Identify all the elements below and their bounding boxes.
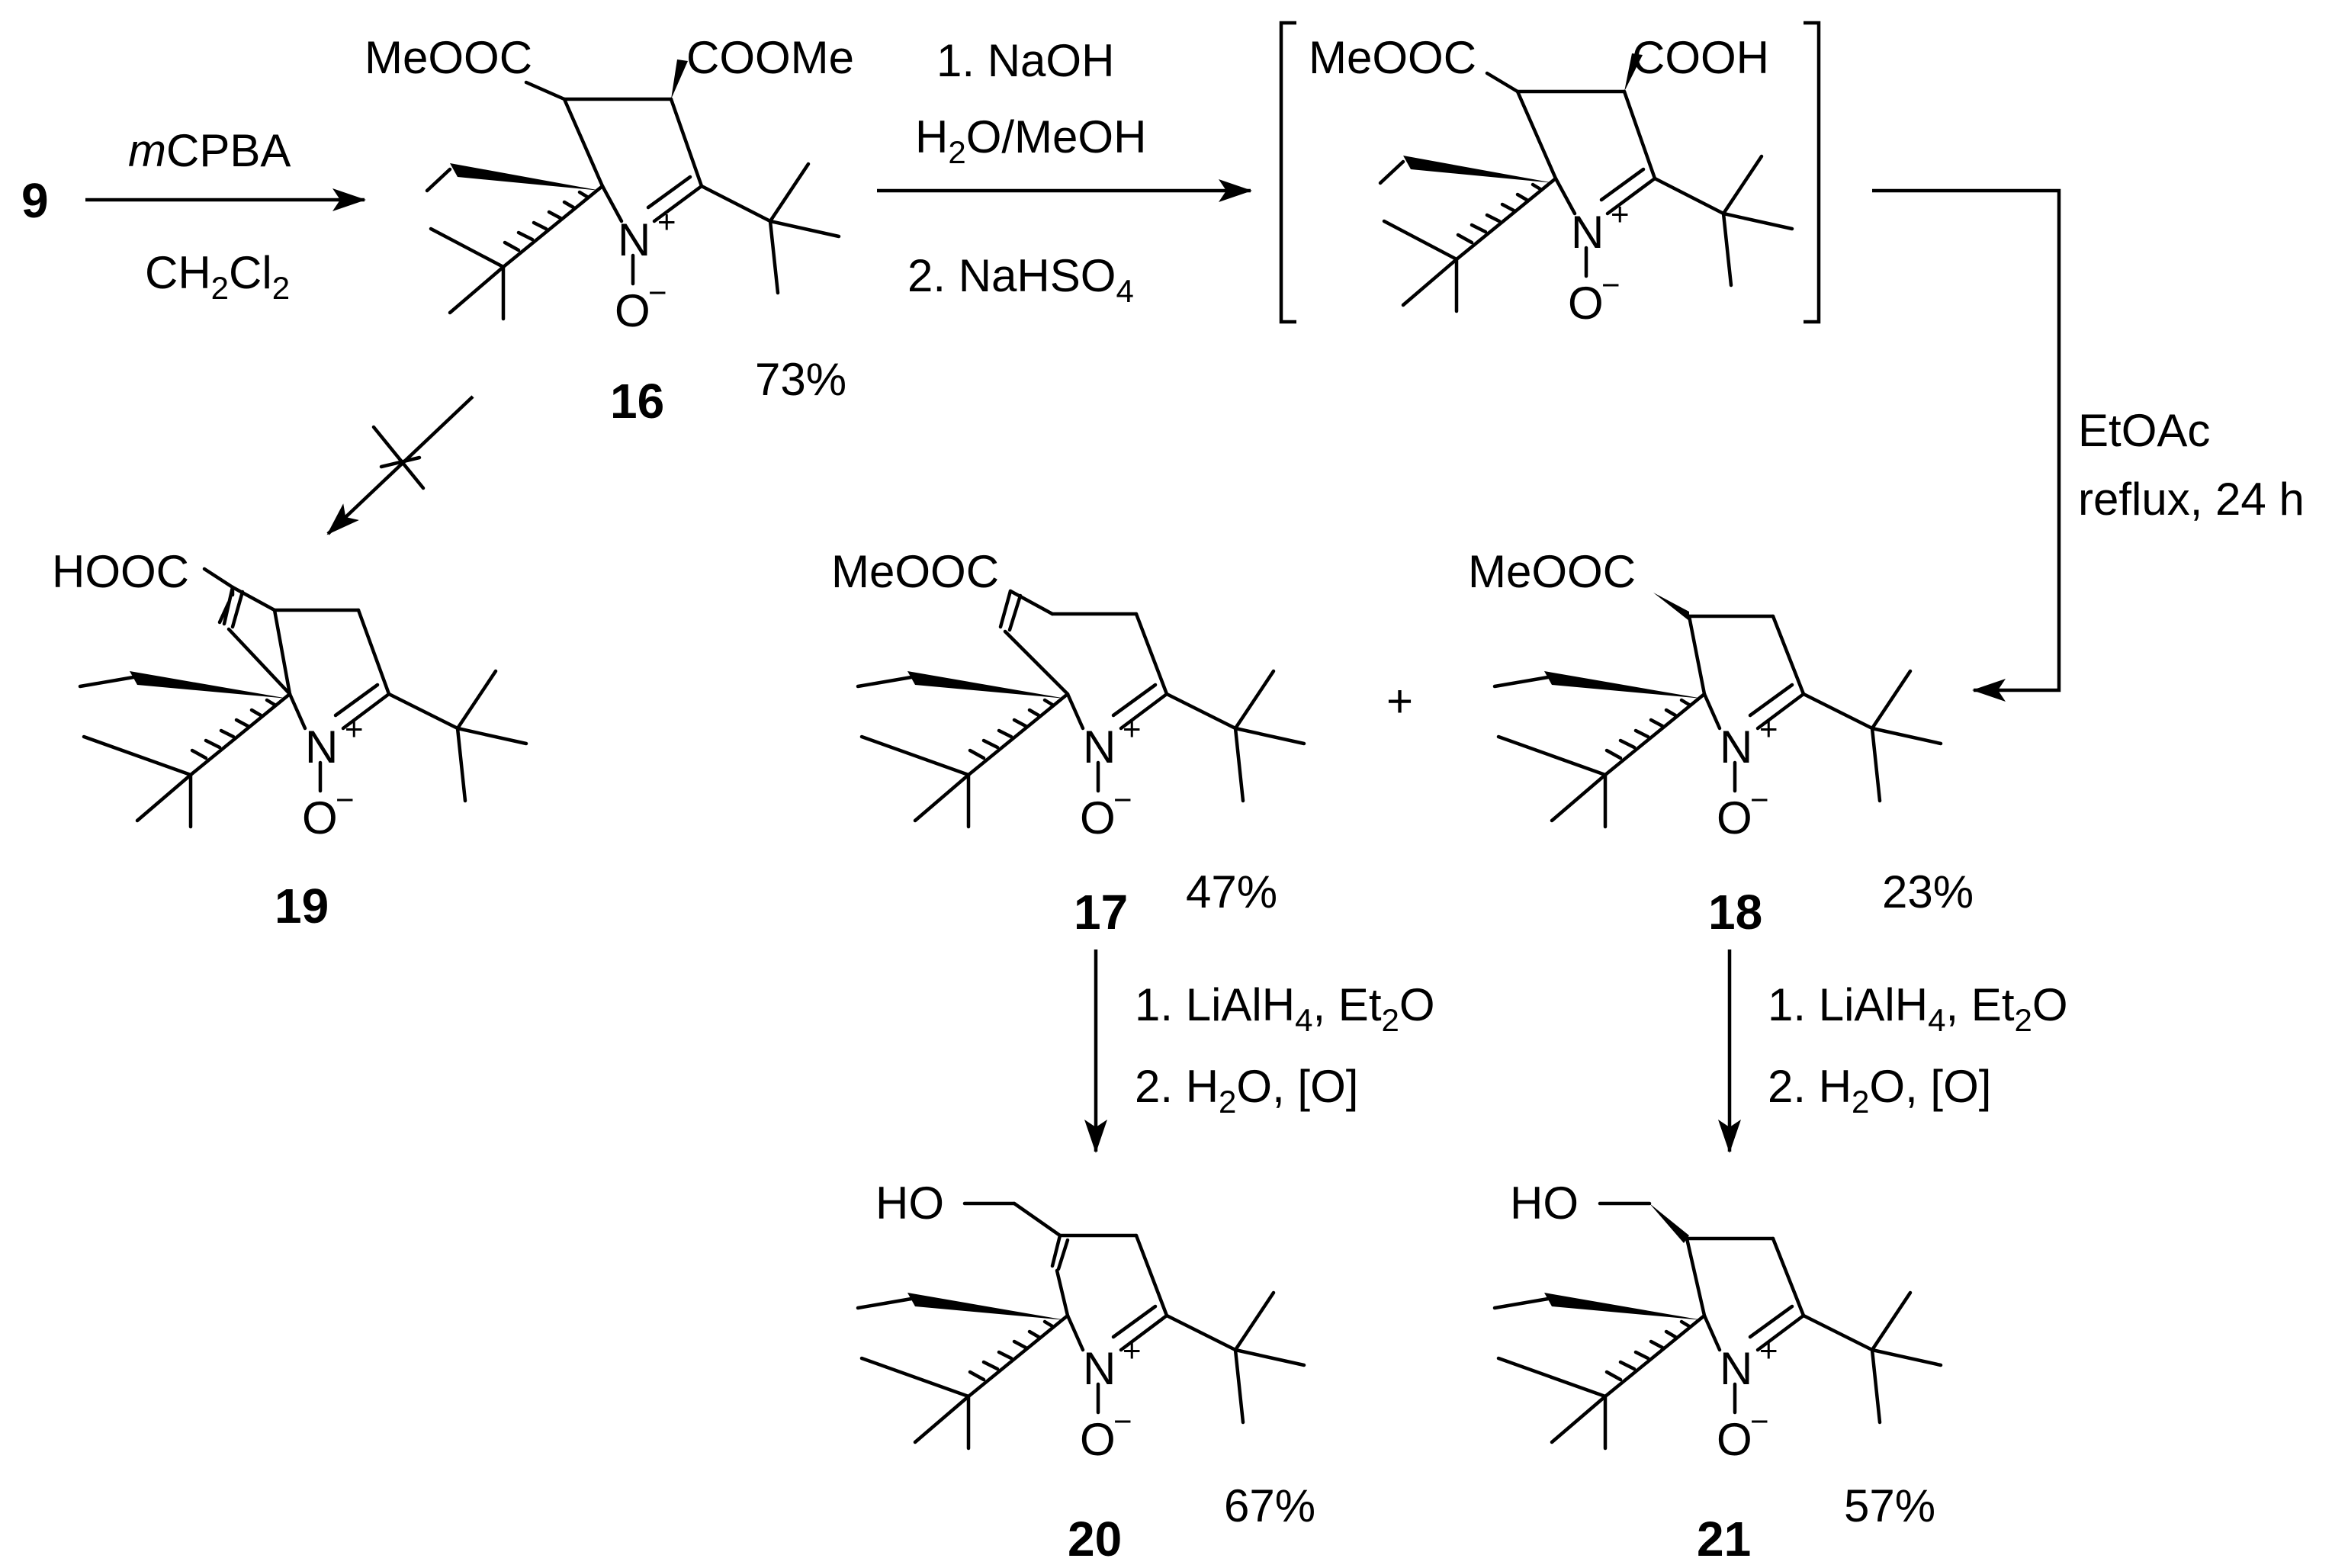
compound-16-structure bbox=[425, 59, 841, 321]
compound-16-label: 16 bbox=[610, 374, 664, 429]
compound-20-label: 20 bbox=[1068, 1512, 1122, 1566]
start-compound-label: 9 bbox=[21, 173, 49, 228]
c19-ominus: − bbox=[336, 782, 355, 818]
c19-hooc: HOOC bbox=[52, 546, 189, 597]
c20-ho: HO bbox=[875, 1178, 944, 1229]
compound-18-structure bbox=[1492, 593, 1943, 829]
c16-n: N bbox=[618, 214, 650, 265]
c19-n: N bbox=[305, 721, 338, 773]
int-o: O bbox=[1568, 278, 1604, 329]
step2-line1: 1. NaOH bbox=[936, 35, 1114, 86]
c20-nplus: + bbox=[1123, 1332, 1142, 1368]
reduction18-line1: 1. LiAlH4, Et2O bbox=[1768, 979, 2068, 1038]
c16-ominus: − bbox=[648, 275, 667, 310]
reduction17-line1: 1. LiAlH4, Et2O bbox=[1135, 979, 1435, 1038]
c17-o: O bbox=[1080, 792, 1116, 843]
c16-coome: COOMe bbox=[686, 32, 854, 83]
c21-o: O bbox=[1717, 1414, 1752, 1465]
c17-ominus: − bbox=[1113, 782, 1132, 818]
compound-18-yield: 23% bbox=[1882, 866, 1974, 917]
c16-o: O bbox=[615, 285, 650, 336]
c16-nplus: + bbox=[657, 204, 676, 239]
c21-ominus: − bbox=[1750, 1403, 1769, 1439]
c20-ominus: − bbox=[1113, 1403, 1132, 1439]
c21-ho: HO bbox=[1510, 1178, 1579, 1229]
compound-19-structure bbox=[78, 567, 528, 829]
compound-17-yield: 47% bbox=[1186, 866, 1277, 917]
c17-n: N bbox=[1083, 721, 1116, 773]
intermediate-acid-structure bbox=[1378, 53, 1794, 313]
step3-line2: reflux, 24 h bbox=[2078, 474, 2305, 525]
bracket-left bbox=[1279, 21, 1296, 324]
arrow-failed-cross-a bbox=[371, 425, 426, 490]
arrow-failed-cross-b bbox=[379, 455, 422, 469]
arrow-failed bbox=[326, 395, 474, 535]
reduction17-line2: 2. H2O, [O] bbox=[1135, 1061, 1358, 1120]
c18-nplus: + bbox=[1759, 711, 1778, 747]
step2-line2: H2O/MeOH bbox=[915, 111, 1146, 170]
reduction18-line2: 2. H2O, [O] bbox=[1768, 1061, 1991, 1120]
compound-21-label: 21 bbox=[1697, 1512, 1751, 1566]
step1-solvent: CH2Cl2 bbox=[145, 247, 290, 306]
compound-17-structure bbox=[856, 589, 1306, 829]
compound-20-structure bbox=[856, 1201, 1306, 1451]
c19-o: O bbox=[302, 792, 338, 843]
mixture-plus: + bbox=[1386, 676, 1413, 727]
compound-16-yield: 73% bbox=[755, 354, 846, 405]
c16-meooc: MeOOC bbox=[365, 32, 532, 83]
compound-21-structure bbox=[1492, 1201, 1943, 1451]
c20-o: O bbox=[1080, 1414, 1116, 1465]
c19-nplus: + bbox=[345, 711, 364, 747]
c21-nplus: + bbox=[1759, 1332, 1778, 1368]
step1-reagent: mCPBA bbox=[128, 125, 291, 176]
int-nplus: + bbox=[1611, 196, 1630, 232]
compound-19-label: 19 bbox=[275, 879, 329, 933]
step2-line3: 2. NaHSO4 bbox=[907, 250, 1134, 309]
c21-n: N bbox=[1720, 1343, 1752, 1394]
bracket-right bbox=[1804, 21, 1821, 324]
compound-21-yield: 57% bbox=[1844, 1480, 1935, 1531]
int-cooh: COOH bbox=[1632, 32, 1769, 83]
compound-20-yield: 67% bbox=[1224, 1480, 1315, 1531]
int-meooc: MeOOC bbox=[1309, 32, 1476, 83]
int-ominus: − bbox=[1601, 267, 1620, 303]
c17-nplus: + bbox=[1123, 711, 1142, 747]
arrow-step3 bbox=[1872, 188, 2061, 702]
c18-o: O bbox=[1717, 792, 1752, 843]
int-n: N bbox=[1571, 207, 1604, 258]
step3-line1: EtOAc bbox=[2078, 405, 2210, 456]
compound-18-label: 18 bbox=[1708, 885, 1762, 940]
c20-n: N bbox=[1083, 1343, 1116, 1394]
compound-17-label: 17 bbox=[1074, 885, 1128, 940]
c18-n: N bbox=[1720, 721, 1752, 773]
c18-ominus: − bbox=[1750, 782, 1769, 818]
c18-meooc: MeOOC bbox=[1468, 546, 1636, 597]
c17-meooc: MeOOC bbox=[831, 546, 999, 597]
